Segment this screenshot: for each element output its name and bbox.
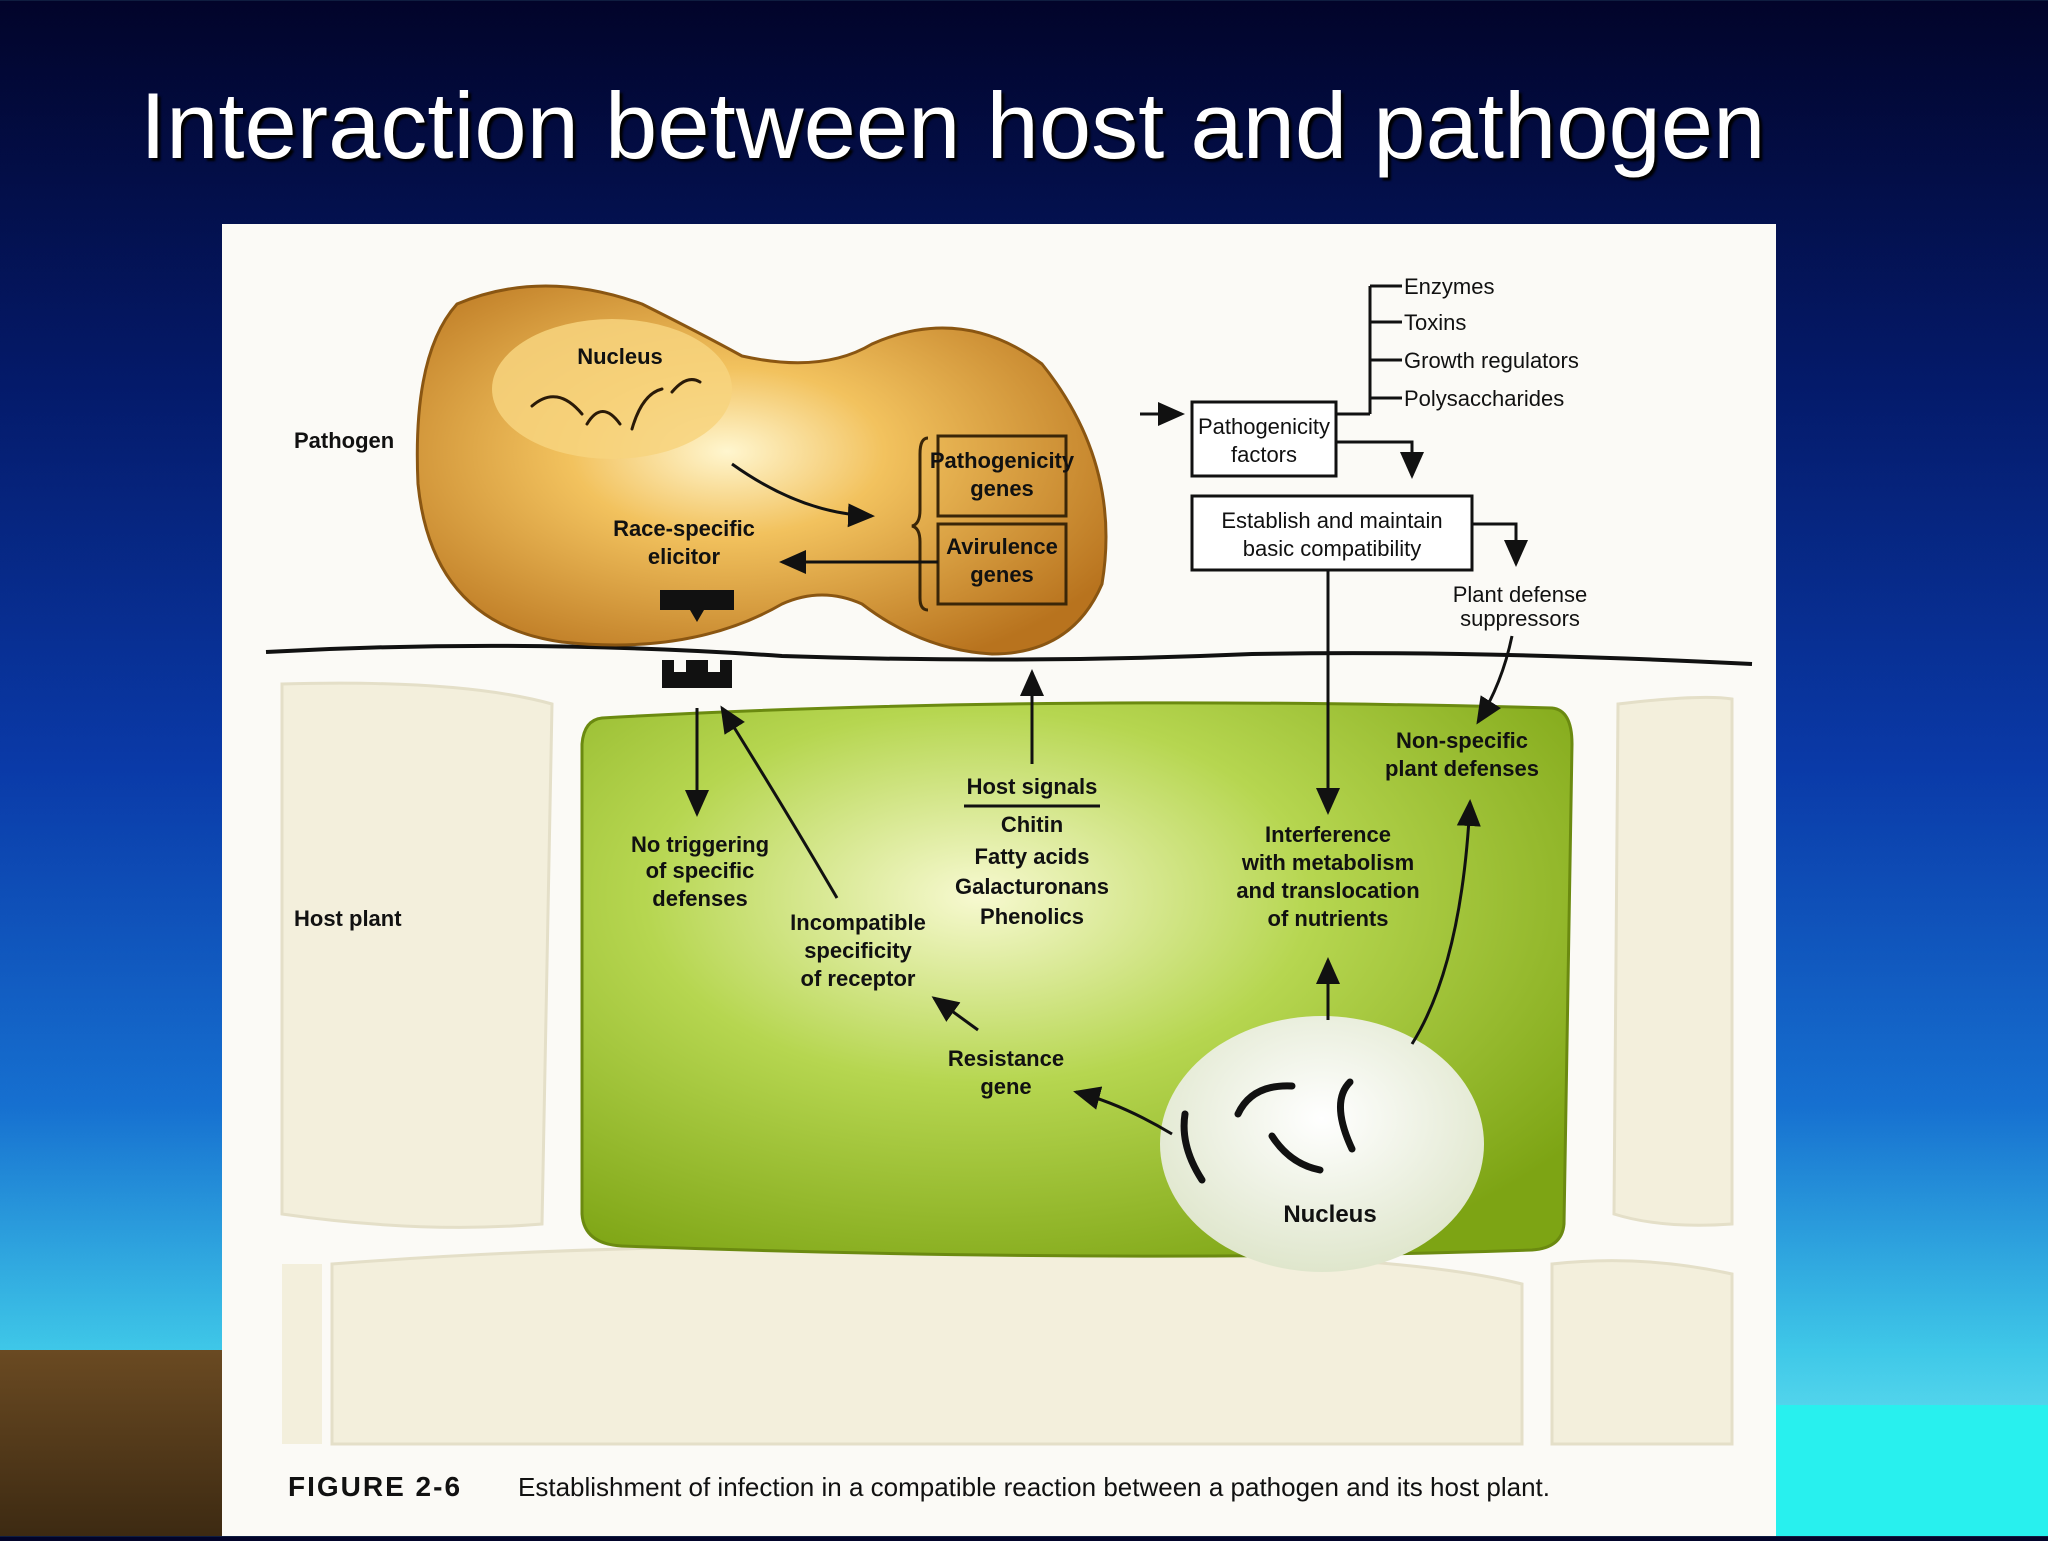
pathogenicity-genes-box (936, 434, 1068, 518)
nucleus-to-genes-arrow (731, 462, 875, 528)
factor-polysaccharides: Polysaccharides (1404, 386, 1564, 411)
no-triggering-label-1: No triggering (631, 832, 769, 857)
incompatible-to-receptor-arrow (720, 705, 839, 899)
pathogenicity-factors-box (1190, 400, 1338, 478)
pathogen-nucleus (492, 319, 732, 459)
interference-label-4: of nutrients (1268, 906, 1389, 931)
desert-ground-decoration (0, 1350, 240, 1536)
interference-label-3: and translocation (1236, 878, 1419, 903)
pathogen-side-label: Pathogen (294, 428, 394, 453)
factors-down-arrow (1336, 440, 1424, 479)
host-nucleus (1160, 1016, 1484, 1272)
interference-label-1: Interference (1265, 822, 1391, 847)
resistance-gene-label-1: Resistance (948, 1046, 1064, 1071)
compatibility-label-1: Establish and maintain (1221, 508, 1442, 533)
host-plant-side-label: Host plant (294, 906, 402, 931)
compatibility-label-2: basic compatibility (1243, 536, 1422, 561)
elicitor-shape (660, 590, 734, 622)
suppressors-to-defenses-arrow (1476, 635, 1514, 725)
neighbor-cells (280, 681, 1734, 1446)
resistance-gene-label-2: gene (980, 1074, 1031, 1099)
avirulence-genes-box (936, 522, 1068, 606)
factor-enzymes: Enzymes (1404, 274, 1494, 299)
nucleus-to-non-specific-arrow (1410, 799, 1481, 1045)
pathogen-chromosomes (530, 378, 702, 431)
elicitor-label-2: elicitor (648, 544, 721, 569)
factor-growth-regulators: Growth regulators (1404, 348, 1579, 373)
host-signal-galacturonans: Galacturonans (955, 874, 1109, 899)
receptor-shape (662, 660, 732, 688)
host-signal-chitin: Chitin (1001, 812, 1063, 837)
host-signal-phenolics: Phenolics (980, 904, 1084, 929)
elicitor-label-1: Race-specific (613, 516, 755, 541)
figure-panel: Nucleus Nucleus Pathogenicity genes Avir… (222, 224, 1776, 1536)
suppressors-label-2: suppressors (1460, 606, 1580, 631)
figure-caption-label: FIGURE 2-6 (288, 1471, 462, 1502)
avirulence-genes-label-2: genes (970, 562, 1034, 587)
non-specific-label-2: plant defenses (1385, 756, 1539, 781)
suppressors-label-1: Plant defense (1453, 582, 1588, 607)
cell-wall-line (265, 643, 1753, 666)
pathogenicity-factors-label-2: factors (1231, 442, 1297, 467)
avirulence-genes-label-1: Avirulence (946, 534, 1058, 559)
incompatible-label-2: specificity (804, 938, 912, 963)
host-nucleus-label: Nucleus (1283, 1201, 1376, 1228)
gene-bracket (911, 436, 929, 612)
pathogenicity-factors-label-1: Pathogenicity (1198, 414, 1330, 439)
compatibility-box (1190, 494, 1474, 572)
resistance-to-incompatible-arrow (931, 996, 979, 1032)
pathogenicity-genes-label-2: genes (970, 476, 1034, 501)
host-chromosomes (1180, 1078, 1356, 1184)
pathogen-nucleus-label: Nucleus (577, 344, 663, 369)
incompatible-label-1: Incompatible (790, 910, 926, 935)
infection-diagram: Nucleus Nucleus Pathogenicity genes Avir… (265, 274, 1753, 1502)
incompatible-label-3: of receptor (801, 966, 916, 991)
pathogenicity-genes-label-1: Pathogenicity (930, 448, 1075, 473)
no-triggering-label-2: of specific (646, 858, 755, 883)
interference-label-2: with metabolism (1241, 850, 1414, 875)
host-signals-heading: Host signals (967, 774, 1098, 799)
host-signal-fatty-acids: Fatty acids (975, 844, 1090, 869)
background-strip-decoration (1748, 1405, 2048, 1536)
slide-title: Interaction between host and pathogen (140, 73, 1766, 178)
non-specific-label-1: Non-specific (1396, 728, 1528, 753)
figure-caption-text: Establishment of infection in a compatib… (518, 1472, 1550, 1502)
factor-types-bracket (1336, 284, 1402, 416)
no-triggering-label-3: defenses (652, 886, 747, 911)
compatibility-to-suppressors-arrow (1472, 522, 1528, 567)
nucleus-to-resistance-arrow (1073, 1086, 1173, 1136)
factor-toxins: Toxins (1404, 310, 1466, 335)
